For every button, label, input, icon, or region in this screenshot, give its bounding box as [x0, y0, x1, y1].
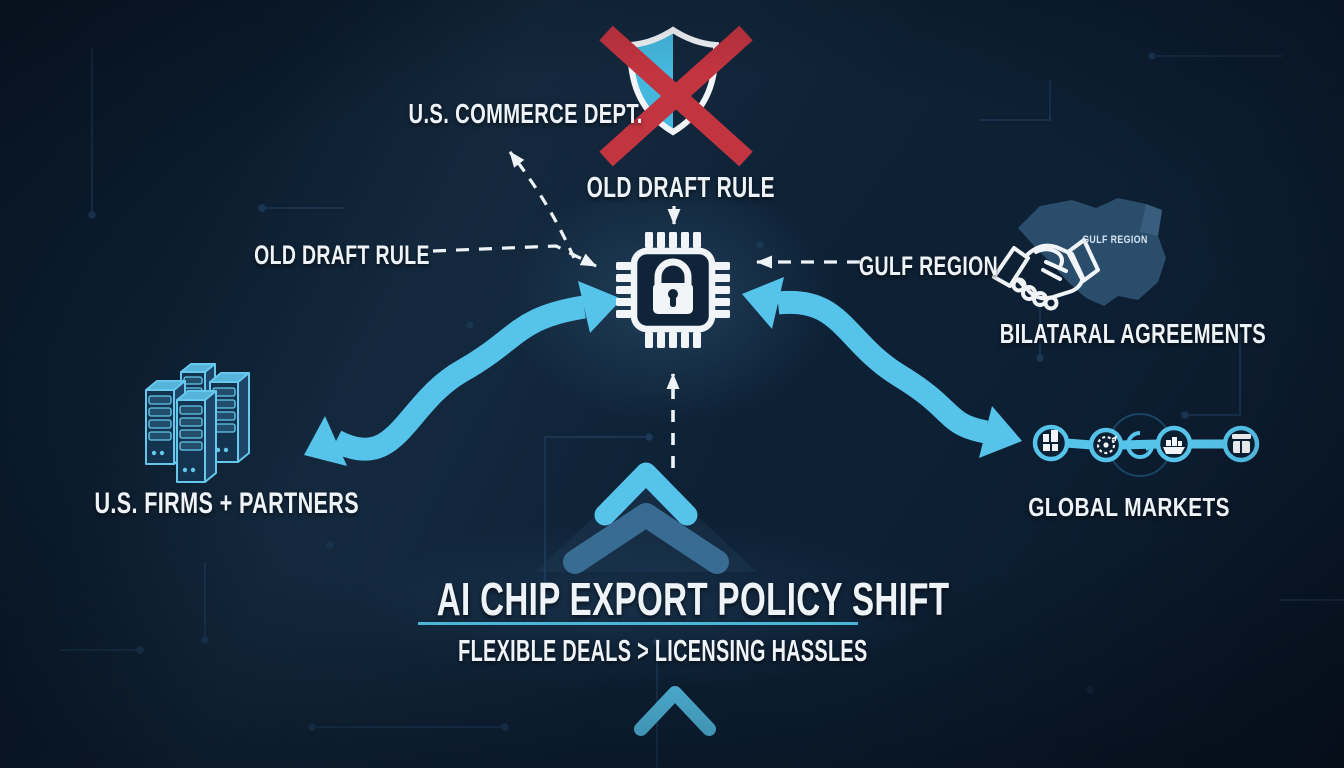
- chevron-double-up-icon: [535, 462, 757, 574]
- label-gulf-region: GULF REGION: [858, 251, 998, 281]
- label-us-firms-partners: U.S. FIRMS + PARTNERS: [94, 487, 360, 520]
- chevron-up-icon: [634, 686, 716, 736]
- label-bilateral-agreements: BILATARAL AGREEMENTS: [999, 318, 1267, 349]
- title-underline: [418, 622, 858, 625]
- label-old-draft-rule-top: OLD DRAFT RULE: [586, 172, 776, 204]
- server-racks-icon: [145, 363, 250, 483]
- label-global-markets: GLOBAL MARKETS: [1028, 492, 1230, 522]
- page-title: AI CHIP EXPORT POLICY SHIFT: [436, 573, 950, 625]
- global-markets-chain-icon: [1032, 413, 1260, 477]
- label-old-draft-rule-left: OLD DRAFT RULE: [254, 240, 430, 270]
- label-us-commerce-dept: U.S. COMMERCE DEPT.: [408, 98, 643, 129]
- page-subtitle: FLEXIBLE DEALS > LICENSING HASSLES: [458, 633, 868, 668]
- gulf-map-caption: GULF REGION: [1082, 234, 1148, 246]
